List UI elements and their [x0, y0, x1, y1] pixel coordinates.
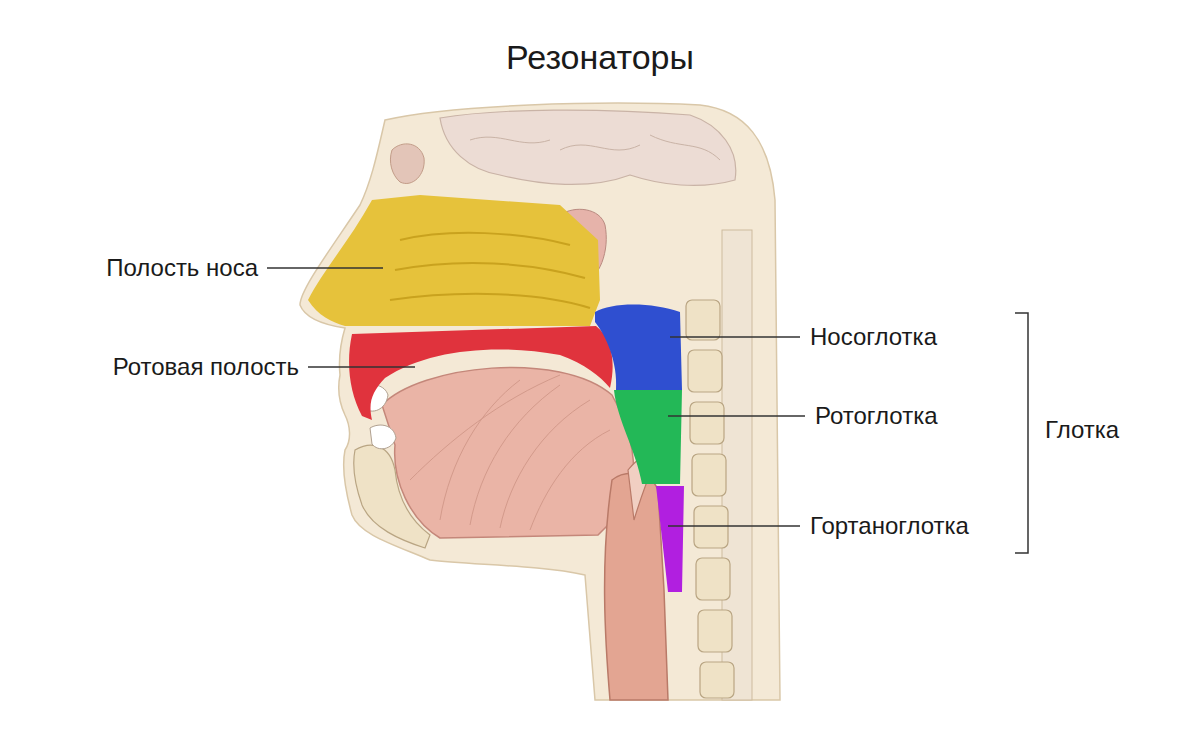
oropharynx-region: [614, 390, 682, 484]
vertebra: [694, 506, 728, 548]
vertebra: [688, 350, 722, 392]
bracket: [1015, 313, 1028, 553]
vertebra: [698, 610, 732, 652]
brain: [440, 110, 736, 185]
leader-line: [267, 267, 383, 269]
mandible: [354, 445, 430, 548]
vertebra: [700, 662, 734, 698]
head-section: [300, 103, 780, 700]
part-label: Полость носа: [106, 254, 258, 283]
vertebra: [696, 558, 730, 600]
laryngopharynx-region: [656, 486, 684, 592]
frontal-sinus: [390, 144, 424, 184]
part-label: Носоглотка: [810, 323, 937, 352]
vertebrae: [686, 300, 734, 698]
leader-line: [308, 366, 415, 368]
group-label: Глотка: [1045, 416, 1119, 445]
leader-line: [668, 525, 800, 527]
leader-lines: [267, 268, 805, 526]
nasopharynx-region: [595, 305, 682, 391]
part-label: Гортаноглотка: [810, 512, 969, 541]
diagram-title: Резонаторы: [506, 37, 694, 78]
part-label: Ротоглотка: [815, 402, 938, 431]
oral-cavity-region: [349, 326, 613, 420]
tongue: [382, 367, 634, 538]
vertebra: [686, 300, 720, 340]
tongue-fibres: [410, 375, 610, 530]
vertebra: [690, 402, 724, 444]
nasal-conchae: [390, 233, 590, 308]
leader-line: [670, 336, 800, 338]
brain-folds: [470, 135, 720, 160]
part-label: Ротовая полость: [113, 353, 299, 382]
lower-tooth: [370, 425, 396, 449]
nasal-cavity-region: [308, 195, 600, 326]
vertebra: [692, 454, 726, 496]
leader-line: [668, 415, 805, 417]
